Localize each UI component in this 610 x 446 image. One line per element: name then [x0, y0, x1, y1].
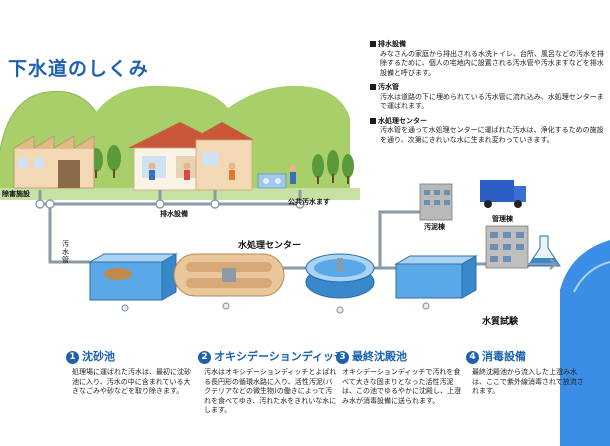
- definition-term: 水処理センター: [378, 116, 427, 125]
- definition-text: みなさんの家庭から排出される水洗トイレ、台所、風呂などの汚水を排除するために、個…: [380, 49, 604, 77]
- step-text: 処理場に運ばれた汚水は、最初に沈砂池に入り、汚水の中に含まれている大きなごみや砂…: [72, 368, 191, 395]
- truck-icon: [480, 180, 526, 208]
- step-title: 最終沈殿池: [352, 350, 407, 363]
- label-facility: 除害施設: [2, 190, 30, 198]
- definition-item: 汚水管 汚水は道路の下に埋められている汚水管に流れ込み、水処理センターまで運ばれ…: [370, 83, 606, 112]
- step-number-icon: 1: [66, 351, 79, 364]
- management-building-icon: [485, 225, 529, 269]
- sludge-building-icon: [419, 183, 453, 221]
- definitions: 排水設備 みなさんの家庭から排出される水洗トイレ、台所、風呂などの汚水を排除する…: [370, 40, 606, 150]
- definition-text: 汚水管を通って水処理センターに運ばれた汚水は、浄化するための施設を通り、次第にき…: [380, 126, 604, 144]
- basin-icon: [257, 164, 297, 189]
- disinfection-tank: [394, 255, 478, 299]
- step-text: 汚水はオキシデーションディッチとよばれる長円形の循環水路に入り、活性汚泥(バクテ…: [204, 368, 337, 414]
- page-title: 下水道のしくみ: [8, 58, 149, 80]
- house-pipes: [38, 190, 302, 264]
- definition-term: 排水設備: [378, 40, 406, 48]
- step-text: 最終沈殿池から流入した上澄み水は、ここで紫外線消毒されて放流されます。: [472, 368, 584, 395]
- label-sewer-pipe: 汚水管: [62, 240, 69, 264]
- factory-icon: [13, 135, 95, 189]
- label-public-basin: 公共汚水ます: [288, 198, 330, 206]
- bullet-icon: [370, 117, 376, 124]
- label-sludge: 汚泥棟: [424, 223, 445, 231]
- flask-icon: [527, 235, 561, 267]
- river: [560, 240, 610, 446]
- step-title: 消毒設備: [482, 350, 526, 363]
- definition-item: 排水設備 みなさんの家庭から排出される水洗トイレ、台所、風呂などの汚水を排除する…: [370, 40, 606, 78]
- oxidation-ditch: [173, 253, 285, 297]
- step-number-icon: 2: [198, 351, 211, 364]
- label-drainage: 排水設備: [160, 210, 188, 218]
- label-management: 管理棟: [492, 215, 513, 223]
- label-center: 水処理センター: [238, 241, 302, 251]
- definition-term: 汚水管: [378, 83, 399, 91]
- step-number-icon: 3: [336, 351, 349, 364]
- bullet-icon: [370, 84, 376, 90]
- step-title: オキシデーションディッチ: [214, 350, 346, 363]
- house-icon: [190, 122, 254, 191]
- step-title: 沈砂池: [82, 350, 115, 363]
- grit-chamber-tank: [88, 253, 178, 301]
- definition-item: 水処理センター 汚水管を通って水処理センターに運ばれた汚水は、浄化するための施設…: [370, 117, 606, 146]
- step-number-icon: 4: [466, 351, 479, 364]
- manhole-icons: [35, 199, 305, 209]
- label-quality: 水質試験: [482, 317, 519, 327]
- pipe-markers: [121, 302, 430, 314]
- step-text: オキシデーションディッチで汚れを食べて大きな固まりとなった活性汚泥は、この池でゆ…: [342, 368, 461, 405]
- bullet-icon: [370, 41, 376, 47]
- definition-text: 汚水は道路の下に埋められている汚水管に流れ込み、水処理センターまで運ばれます。: [380, 92, 604, 111]
- final-clarifier: [305, 253, 375, 299]
- arrow-icon: [528, 258, 559, 270]
